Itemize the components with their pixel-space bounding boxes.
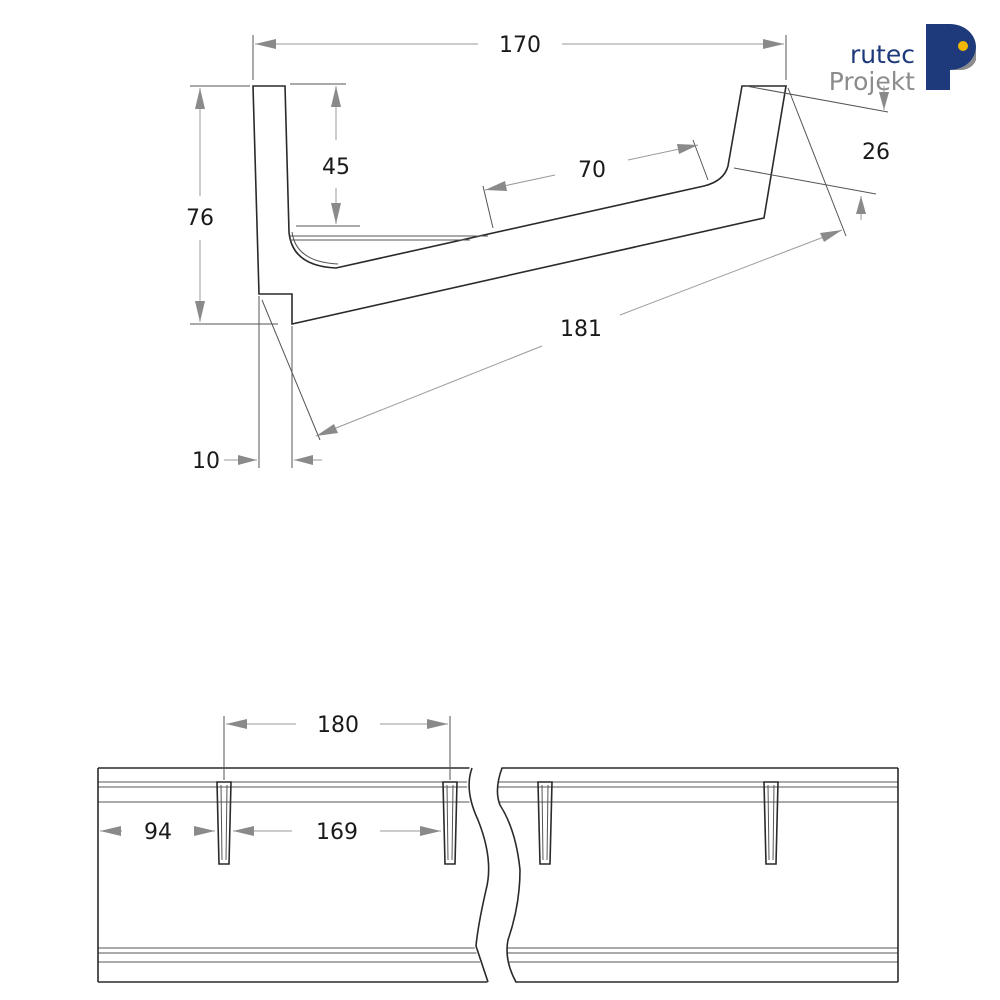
logo-text-projekt: Projekt xyxy=(829,67,915,96)
dim-label-94: 94 xyxy=(144,820,172,845)
profile-cross-section xyxy=(252,85,787,325)
dim-label-181: 181 xyxy=(560,317,602,342)
dim-label-169: 169 xyxy=(316,820,358,845)
dim-label-70: 70 xyxy=(578,158,606,183)
profile-inner-groove xyxy=(291,231,339,265)
break-line-left xyxy=(468,767,490,983)
break-gap xyxy=(467,766,520,984)
dimension-inner-slope: 70 xyxy=(482,139,709,229)
dimension-width-top: 170 xyxy=(252,33,787,80)
clip xyxy=(442,781,458,865)
break-line-right xyxy=(496,767,521,983)
dim-label-45: 45 xyxy=(322,155,350,180)
clip xyxy=(537,781,553,865)
dim-label-180: 180 xyxy=(317,713,359,738)
dimension-inner-depth: 45 xyxy=(290,83,360,227)
dim-label-10: 10 xyxy=(192,449,220,474)
dimension-height-total: 76 xyxy=(186,85,278,325)
profile-outline xyxy=(252,85,787,325)
logo-text-rutec: rutec xyxy=(850,40,915,69)
clip xyxy=(763,781,779,865)
dim-label-170: 170 xyxy=(499,33,541,58)
dimension-edge-offset: 94 xyxy=(100,820,215,845)
dim-label-76: 76 xyxy=(186,206,214,231)
logo-mark-icon xyxy=(926,24,976,90)
dimension-clip-spacing: 180 xyxy=(223,713,451,780)
dim-label-26: 26 xyxy=(862,140,890,165)
profile-side-view xyxy=(97,766,899,984)
rutec-logo: rutec Projekt xyxy=(829,24,976,96)
dimension-lip-height: 26 xyxy=(733,85,890,220)
dimension-base-width: 10 xyxy=(192,296,322,474)
dimension-clip-gap: 169 xyxy=(233,820,441,845)
dimension-diagonal: 181 xyxy=(261,87,847,441)
clip xyxy=(216,781,232,865)
